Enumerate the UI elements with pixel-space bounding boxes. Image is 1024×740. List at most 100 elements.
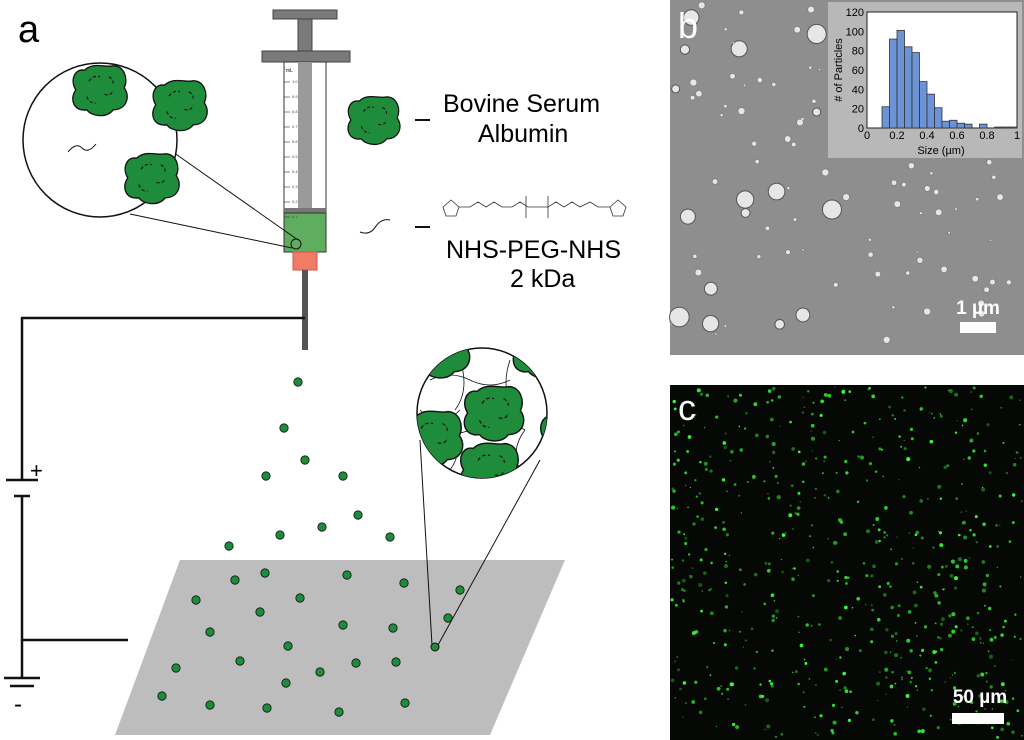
sem-particle	[714, 332, 718, 336]
fluorescent-particle	[985, 672, 988, 675]
fluorescent-particle	[773, 600, 776, 602]
fluorescent-particle	[912, 546, 914, 549]
droplet	[205, 627, 215, 637]
fluorescent-particle	[797, 450, 801, 454]
fluorescent-particle	[819, 413, 823, 417]
fluorescent-particle	[974, 515, 978, 519]
fluorescent-particle	[847, 718, 852, 723]
fluorescent-particle	[912, 562, 915, 565]
fluorescent-particle	[976, 432, 980, 435]
fluorescent-particle	[937, 601, 941, 605]
fluorescent-particle	[1012, 463, 1017, 467]
fluorescent-particle	[797, 574, 799, 577]
fluorescent-particle	[770, 684, 774, 688]
sem-particle	[915, 250, 919, 254]
fluorescent-particle	[868, 462, 873, 466]
sem-particle	[901, 182, 907, 188]
fluorescent-particle	[743, 583, 746, 586]
fluorescent-particle	[803, 658, 806, 661]
sem-particle	[874, 271, 881, 278]
fluorescent-particle	[835, 679, 839, 683]
fluorescent-particle	[700, 501, 704, 505]
network-zoom-inset	[416, 347, 548, 652]
fluorescent-particle	[720, 685, 723, 687]
fluorescent-particle	[971, 637, 976, 641]
fluorescent-particle	[914, 533, 918, 537]
fluorescent-particle	[726, 490, 728, 493]
fluorescent-particle	[888, 405, 891, 409]
fluorescent-particle	[871, 394, 876, 399]
syringe-tick-label: 0.5	[292, 154, 298, 159]
fluorescent-particle	[724, 432, 727, 435]
sem-particle	[723, 324, 727, 328]
fluorescent-particle	[791, 447, 795, 451]
fluorescent-particle	[791, 671, 794, 674]
fluorescent-particle	[907, 670, 912, 675]
sem-particle	[701, 315, 720, 333]
fluorescent-particle	[796, 512, 800, 516]
fluorescent-particle	[955, 497, 959, 500]
fluorescent-particle	[976, 674, 980, 678]
sem-particle	[821, 168, 829, 177]
histogram-bar	[979, 123, 988, 129]
sem-particle	[807, 6, 815, 13]
fluorescent-particle	[780, 733, 784, 736]
fluorescent-particle	[954, 392, 959, 397]
sem-particle	[723, 104, 728, 109]
fluorescent-particle	[875, 517, 880, 521]
sem-particle	[792, 217, 798, 222]
fluorescent-particle	[672, 489, 676, 493]
fluorescent-particle	[799, 500, 802, 503]
fluorescent-particle	[989, 685, 993, 689]
fluorescent-particle	[687, 435, 692, 439]
fluorescent-particle	[814, 716, 816, 719]
fluorescent-particle	[924, 386, 927, 389]
fluorescent-particle	[975, 631, 979, 635]
fluorescent-particle	[830, 561, 834, 564]
fluorescent-particle	[942, 588, 945, 591]
fluorescent-particle	[963, 535, 968, 540]
fluorescent-particle	[891, 671, 894, 674]
fluorescent-particle	[676, 458, 680, 462]
fluorescent-particle	[1021, 734, 1023, 737]
fluorescent-particle	[721, 692, 724, 695]
sem-particle	[989, 239, 992, 242]
fluorescent-particle	[988, 471, 992, 475]
fluorescent-particle	[979, 641, 982, 644]
syringe-tick-label: 0.9	[292, 94, 298, 99]
fluorescent-particle	[765, 434, 770, 439]
fluorescent-particle	[988, 654, 993, 659]
fluorescent-particle	[956, 420, 958, 422]
sem-particle	[786, 186, 791, 190]
sem-particle	[975, 197, 980, 202]
fluorescent-particle	[803, 705, 806, 708]
fluorescent-particle	[715, 415, 719, 419]
fluorescent-particle	[969, 440, 972, 443]
sem-particle	[978, 310, 986, 318]
fluorescent-particle	[884, 667, 889, 672]
fluorescent-particle	[843, 532, 848, 537]
positive-terminal-label: +	[30, 458, 43, 483]
fluorescent-particle	[766, 568, 771, 573]
fluorescent-particle	[857, 455, 860, 459]
fluorescent-particle	[981, 486, 984, 489]
fluorescent-particle	[841, 706, 843, 709]
fluorescent-particle	[723, 563, 729, 569]
fluorescent-particle	[751, 474, 756, 479]
fluorescent-particle	[841, 389, 846, 394]
bsa-icon	[347, 95, 401, 146]
fluorescent-particle	[673, 407, 677, 411]
fluorescent-particle	[827, 538, 829, 540]
fluorescent-particle	[797, 682, 800, 686]
fluorescent-particle	[889, 651, 892, 653]
fluorescent-particle	[681, 559, 684, 562]
fluorescent-particle	[929, 439, 934, 444]
fluorescent-particle	[805, 558, 810, 563]
sem-particle	[743, 83, 746, 87]
peg-label-line2: 2 kDa	[510, 265, 575, 293]
fluorescent-particle	[981, 560, 986, 564]
fluorescent-particle	[1000, 633, 1004, 637]
fluorescent-particle	[972, 386, 976, 390]
fluorescent-particle	[884, 506, 888, 510]
